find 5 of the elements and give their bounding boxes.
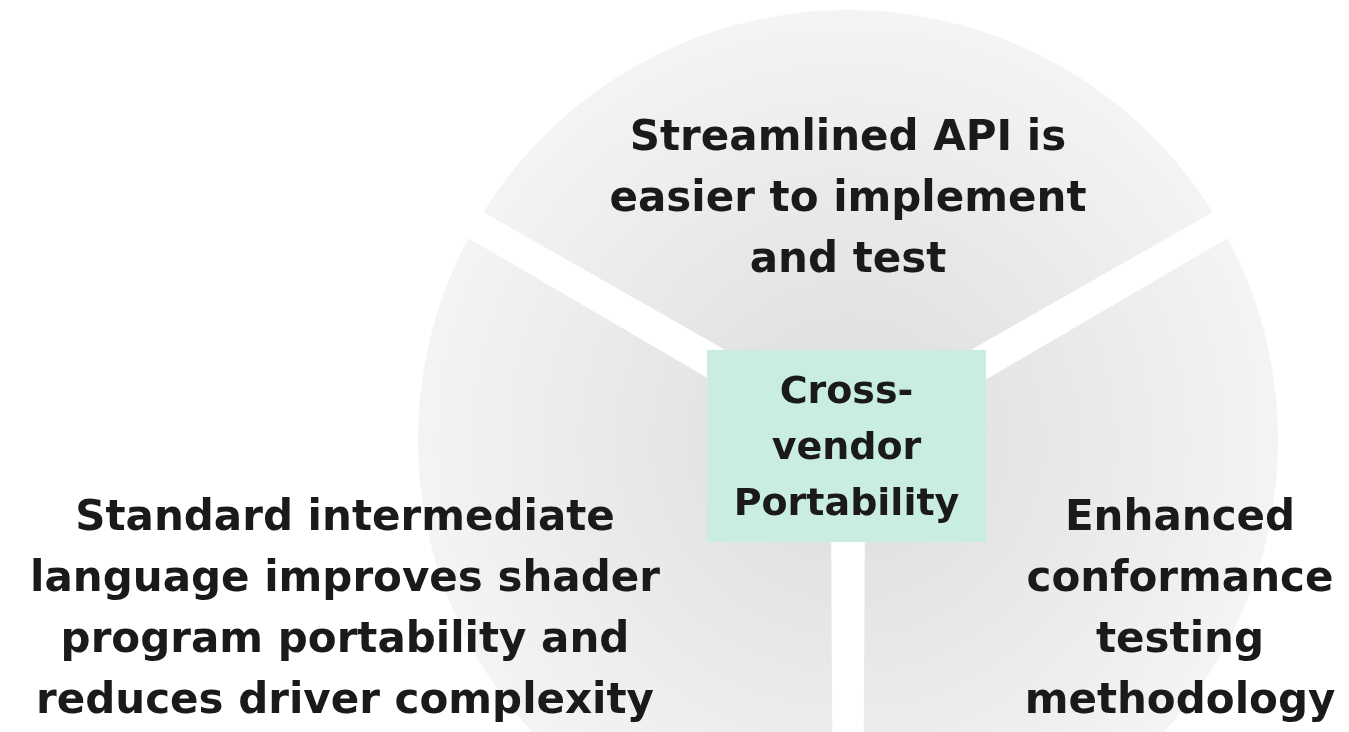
sector-text: Standard intermediate language improves shader program portability and reduces driver complexity — [29, 490, 661, 725]
center-box: Cross-vendor Portability — [707, 350, 986, 542]
sector-text: Streamlined API is easier to implement and test — [608, 110, 1088, 284]
pie-sector — [483, 10, 1213, 350]
sector-text: Enhanced conformance testing methodology — [1023, 490, 1337, 725]
